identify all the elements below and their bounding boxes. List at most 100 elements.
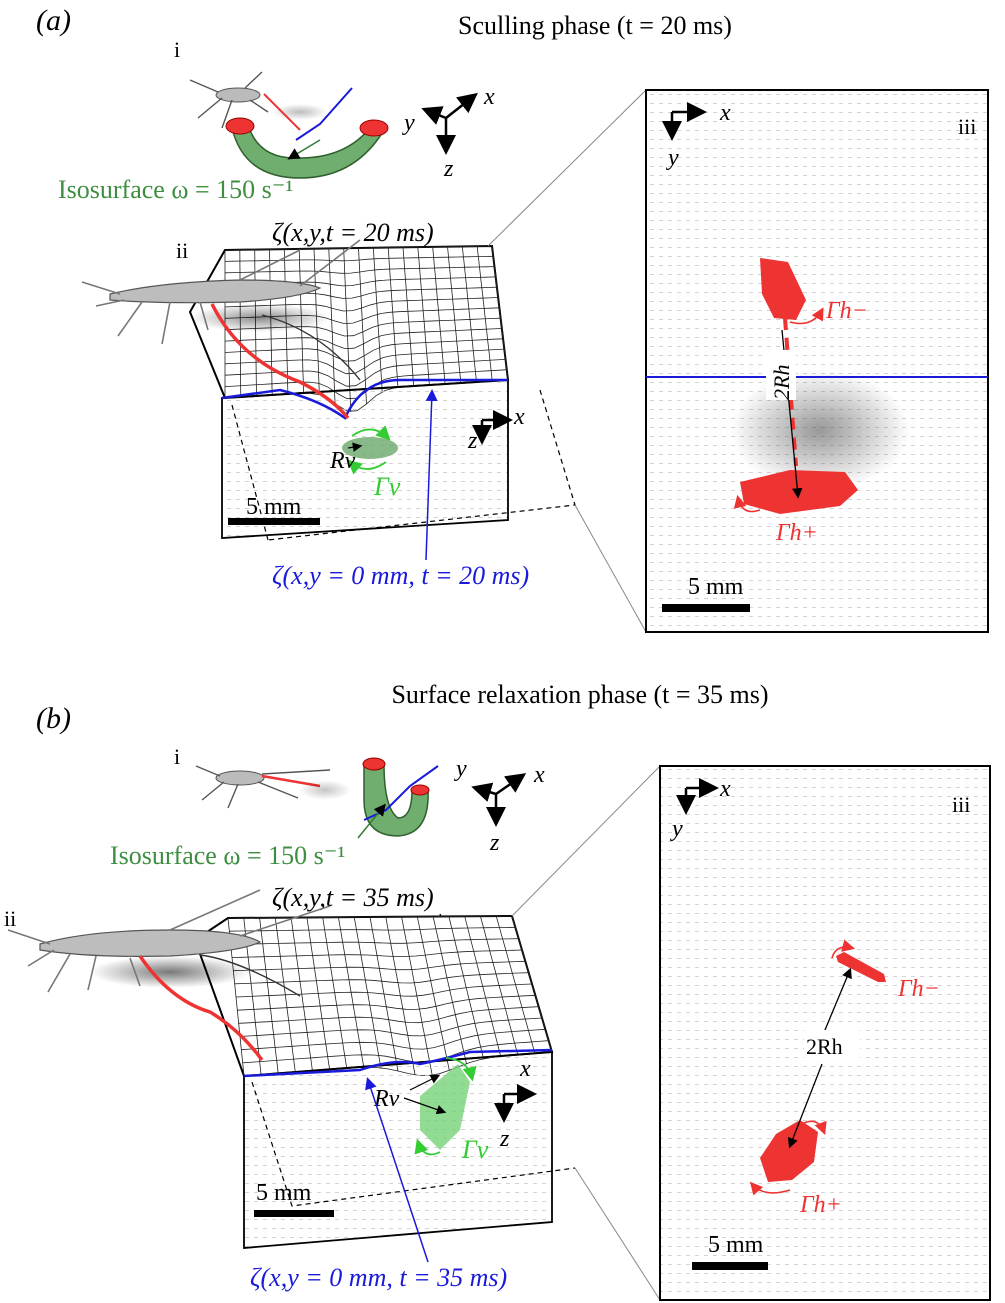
panel-b-scale-bar-iii [692, 1262, 768, 1270]
panel-b-gamma-minus-label: Γh− [897, 976, 940, 1002]
svg-text:z: z [443, 156, 454, 182]
mesh-line [358, 247, 367, 404]
panel-a-circ-arrow-top [351, 425, 391, 441]
mesh-line [402, 247, 415, 387]
panel-b-vortex-plus [760, 1120, 818, 1182]
panel-b-vortex-minus [836, 952, 886, 982]
panel-b-leg-line [199, 954, 301, 997]
panel-b-circ-plus-arrow-bottom [749, 1181, 791, 1196]
mesh-line [231, 949, 523, 958]
panel-b-small-shadow [299, 780, 351, 800]
svg-text:x: x [719, 100, 731, 126]
panel-b-rv-pointer [403, 1097, 447, 1115]
panel-a-connector-dashed [783, 317, 798, 467]
panel-a-gamma-minus-label: Γh− [825, 298, 868, 324]
panel-b-scale-iii-label: 5 mm [708, 1232, 764, 1258]
panel-b-surface-label: ζ(x,y,t = 35 ms) [272, 883, 434, 912]
panel-a-scale-bar-iii [662, 604, 750, 612]
panel-b-gamma-plus-label: Γh+ [799, 1192, 842, 1218]
panel-b-scale-ii-label: 5 mm [256, 1180, 312, 1206]
mesh-line [234, 972, 529, 985]
panel-b-dashed-box [251, 1081, 576, 1207]
mesh-line [476, 246, 493, 382]
panel-a-2rh-label: 2Rh [769, 365, 794, 400]
panel-a-inset-i-label: i [174, 37, 180, 62]
mesh-line [491, 245, 509, 381]
panel-a-gamma-plus-label: Γh+ [775, 520, 818, 546]
mesh-line [372, 247, 383, 392]
svg-text:x: x [483, 84, 495, 110]
panel-a-letter: (a) [36, 4, 71, 37]
mesh-line [224, 266, 495, 274]
panel-a-scale-bar-ii [228, 518, 320, 525]
mesh-line [387, 247, 399, 388]
mesh-line [447, 246, 462, 384]
panel-a-inset-iii: 2Rh Γh− Γh+ x y iii 5 mm [645, 89, 989, 633]
panel-b-profile-curve [243, 1048, 553, 1078]
mesh-line [227, 915, 513, 919]
panel-b-inset-iii: 2Rh Γh− Γh+ x y iii 5 mm [659, 765, 991, 1301]
svg-text:x: x [513, 404, 525, 430]
panel-b-inset-iii-label: iii [952, 792, 970, 817]
panel-b-profile-pointer [365, 1077, 429, 1263]
panel-b: (b) Surface relaxation phase (t = 35 ms)… [4, 680, 991, 1301]
panel-b-gamma-v-label: Γv [461, 1135, 489, 1164]
panel-a-axes-triad-iii: x y [662, 100, 731, 171]
panel-a-scale-iii-label: 5 mm [688, 574, 744, 600]
mesh-line [461, 246, 477, 383]
panel-a-circ-arrow-bottom [347, 459, 387, 475]
panel-b-circ-arrow-bottom [414, 1138, 441, 1156]
panel-b-circ-minus-arrow [831, 939, 856, 959]
panel-a-tube-end-right [359, 119, 389, 137]
panel-a-profile-curve [221, 378, 508, 420]
panel-b-zoom-line-bottom [574, 1167, 661, 1301]
panel-b-letter: (b) [36, 702, 71, 735]
panel-a-leg-red [263, 93, 301, 131]
panel-a-water-strider-small-icon [189, 71, 269, 129]
panel-a-gamma-v-label: Γv [373, 472, 401, 501]
panel-a-zoom-line-bottom [574, 504, 647, 633]
panel-b-inset-i-label: i [174, 744, 180, 769]
panel-b-2rh-label: 2Rh [806, 1034, 843, 1059]
panel-b-circ-plus-arrow-top [801, 1120, 827, 1135]
svg-text:y: y [454, 756, 467, 782]
panel-a-leg-line [261, 314, 361, 381]
panel-b-circ-arrow-top [445, 1057, 477, 1082]
panel-a-circ-minus-arrow [789, 307, 824, 325]
svg-text:x: x [533, 762, 545, 788]
panel-a-surface-label: ζ(x,y,t = 20 ms) [272, 218, 434, 247]
panel-b-scale-bar-ii [254, 1210, 334, 1217]
svg-text:z: z [499, 1126, 510, 1152]
panel-a-axes-triad-ii: x z [467, 404, 525, 454]
panel-a-title: Sculling phase (t = 20 ms) [458, 11, 732, 40]
panel-b-tube-end-left [362, 757, 386, 771]
svg-text:x: x [719, 776, 731, 802]
panel-b-rv-pointer-2 [409, 1074, 441, 1091]
svg-text:z: z [467, 428, 478, 454]
mesh-line [224, 255, 494, 262]
panel-b-isosurface-label: Isosurface ω = 150 s⁻¹ [110, 841, 345, 870]
panel-a-small-profile [295, 87, 353, 141]
panel-b-inset-ii-label: ii [4, 906, 16, 931]
panel-b-axes-triad-i: x y z [454, 756, 545, 856]
panel-b-zoom-line-top [511, 765, 661, 917]
panel-a-profile-pointer [425, 389, 438, 561]
panel-b-axes-triad-ii: x z [494, 1056, 537, 1152]
panel-a-2rh-bg [766, 350, 796, 400]
panel-b-tube-end-right [410, 784, 430, 796]
panel-b-2rh-arrow-down [787, 1063, 823, 1149]
mesh-line [233, 960, 526, 972]
mesh-line [235, 983, 533, 998]
panel-a-inset-ii-label: ii [176, 238, 188, 263]
svg-text:y: y [666, 145, 679, 171]
panel-a-axes-triad-i: x y z [402, 84, 495, 182]
mesh-line [224, 245, 493, 251]
panel-a: (a) Sculling phase (t = 20 ms) i x y z I… [36, 4, 989, 633]
svg-text:y: y [402, 110, 415, 136]
mesh-line [224, 328, 502, 350]
panel-b-surface-block: Rv Γv x z 5 mm [193, 914, 576, 1249]
panel-a-front-plane [221, 379, 509, 539]
svg-text:x: x [519, 1056, 531, 1082]
mesh-line [238, 1006, 539, 1024]
panel-a-small-shadow [272, 104, 328, 120]
